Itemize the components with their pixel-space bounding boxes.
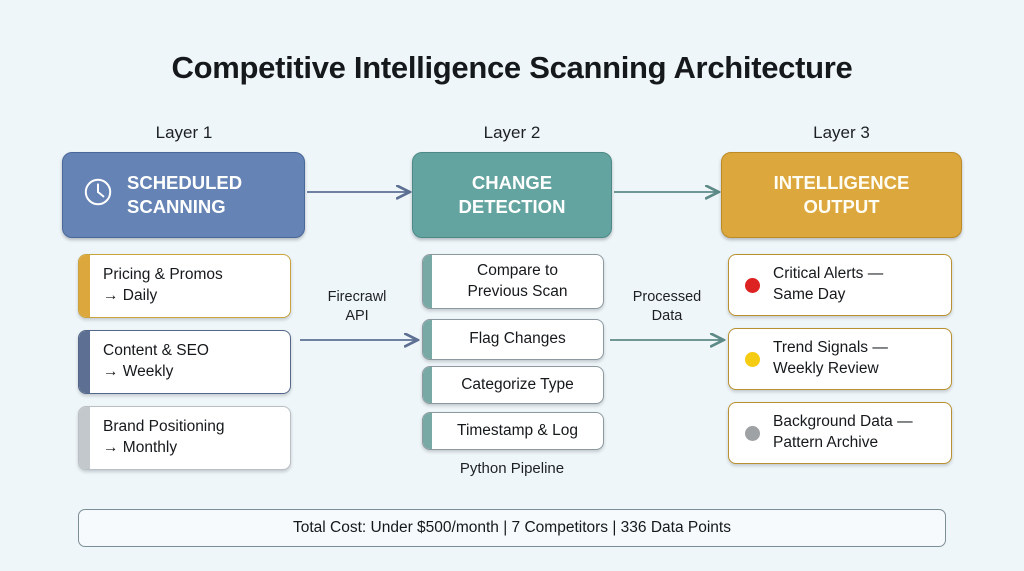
card-line1: Trend Signals — — [773, 339, 888, 357]
header-label-line2: SCANNING — [127, 196, 226, 217]
card-text: Flag Changes — [469, 330, 566, 348]
connector-label-firecrawl-api: Firecrawl API — [305, 288, 409, 326]
card-text: Background Data — Pattern Archive — [773, 412, 913, 453]
pipeline-caption: Python Pipeline — [459, 460, 565, 477]
card-line1: Background Data — — [773, 413, 913, 431]
header-label-line1: CHANGE — [471, 172, 553, 194]
accent-bar — [79, 407, 90, 469]
scan-card-content-seo[interactable]: Content & SEO → Weekly — [78, 330, 291, 394]
accent-bar — [79, 255, 90, 317]
output-card-critical-alerts[interactable]: Critical Alerts — Same Day — [728, 254, 952, 316]
layer-label-2: Layer 2 — [483, 123, 541, 142]
pipeline-card-timestamp-log[interactable]: Timestamp & Log — [422, 412, 604, 450]
card-text: Categorize Type — [461, 375, 574, 393]
header-intelligence-output[interactable]: INTELLIGENCE OUTPUT — [721, 152, 962, 238]
card-line2: → Daily — [103, 287, 158, 304]
header-label-line2: DETECTION — [458, 196, 566, 217]
clock-icon — [83, 177, 113, 213]
header-label-line1: SCHEDULED — [127, 172, 243, 194]
card-text: Compare to Previous Scan — [432, 261, 603, 302]
card-text: Trend Signals — Weekly Review — [773, 338, 888, 379]
card-line1: Critical Alerts — — [773, 265, 884, 283]
header-scheduled-scanning[interactable]: SCHEDULED SCANNING — [62, 152, 305, 238]
pipeline-card-categorize-type[interactable]: Categorize Type — [422, 366, 604, 404]
scan-card-brand-positioning[interactable]: Brand Positioning → Monthly — [78, 406, 291, 470]
card-text: Critical Alerts — Same Day — [773, 264, 883, 305]
card-line1: Content & SEO — [103, 342, 209, 360]
connector-label-line2: API — [345, 307, 369, 324]
accent-bar — [423, 367, 432, 403]
connector-label-line2: Data — [651, 307, 683, 324]
layer-label-3: Layer 3 — [813, 123, 870, 142]
pipeline-card-flag-changes[interactable]: Flag Changes — [422, 319, 604, 360]
card-line2: Previous Scan — [467, 282, 568, 300]
page-title: Competitive Intelligence Scanning Archit… — [171, 50, 853, 85]
card-text: Content & SEO → Weekly — [90, 341, 219, 382]
layer-label-1: Layer 1 — [155, 123, 213, 142]
pipeline-card-compare-previous-scan[interactable]: Compare to Previous Scan — [422, 254, 604, 309]
output-card-background-data[interactable]: Background Data — Pattern Archive — [728, 402, 952, 464]
card-line1: Brand Positioning — [103, 418, 225, 436]
accent-bar — [79, 331, 90, 393]
connector-label-line1: Firecrawl — [327, 289, 387, 305]
accent-bar — [423, 320, 432, 359]
card-line2: → Weekly — [103, 363, 174, 380]
header-label: INTELLIGENCE OUTPUT — [774, 171, 910, 218]
status-dot-background — [745, 425, 760, 441]
card-text: Timestamp & Log — [457, 421, 578, 439]
card-line2: Weekly Review — [773, 360, 879, 377]
card-text: Brand Positioning → Monthly — [90, 417, 235, 458]
card-line2: → Monthly — [103, 439, 178, 456]
connector-label-processed-data: Processed Data — [615, 288, 719, 326]
card-line2: Pattern Archive — [773, 434, 879, 451]
header-label-line2: OUTPUT — [803, 196, 880, 217]
card-text: Pricing & Promos → Daily — [90, 265, 233, 306]
connector-label-line1: Processed — [632, 289, 702, 305]
header-label: CHANGE DETECTION — [459, 171, 566, 218]
scan-card-pricing-promos[interactable]: Pricing & Promos → Daily — [78, 254, 291, 318]
accent-bar — [423, 413, 432, 449]
header-label-line1: INTELLIGENCE — [773, 172, 910, 194]
card-line2: Same Day — [773, 286, 846, 303]
accent-bar — [423, 255, 432, 308]
status-dot-trend — [745, 351, 760, 367]
status-dot-critical — [745, 277, 760, 293]
card-line1: Pricing & Promos — [103, 266, 223, 284]
header-label: SCHEDULED SCANNING — [127, 171, 242, 218]
header-change-detection[interactable]: CHANGE DETECTION — [412, 152, 612, 238]
card-line1: Compare to — [477, 261, 558, 279]
summary-footer: Total Cost: Under $500/month | 7 Competi… — [78, 509, 946, 547]
output-card-trend-signals[interactable]: Trend Signals — Weekly Review — [728, 328, 952, 390]
